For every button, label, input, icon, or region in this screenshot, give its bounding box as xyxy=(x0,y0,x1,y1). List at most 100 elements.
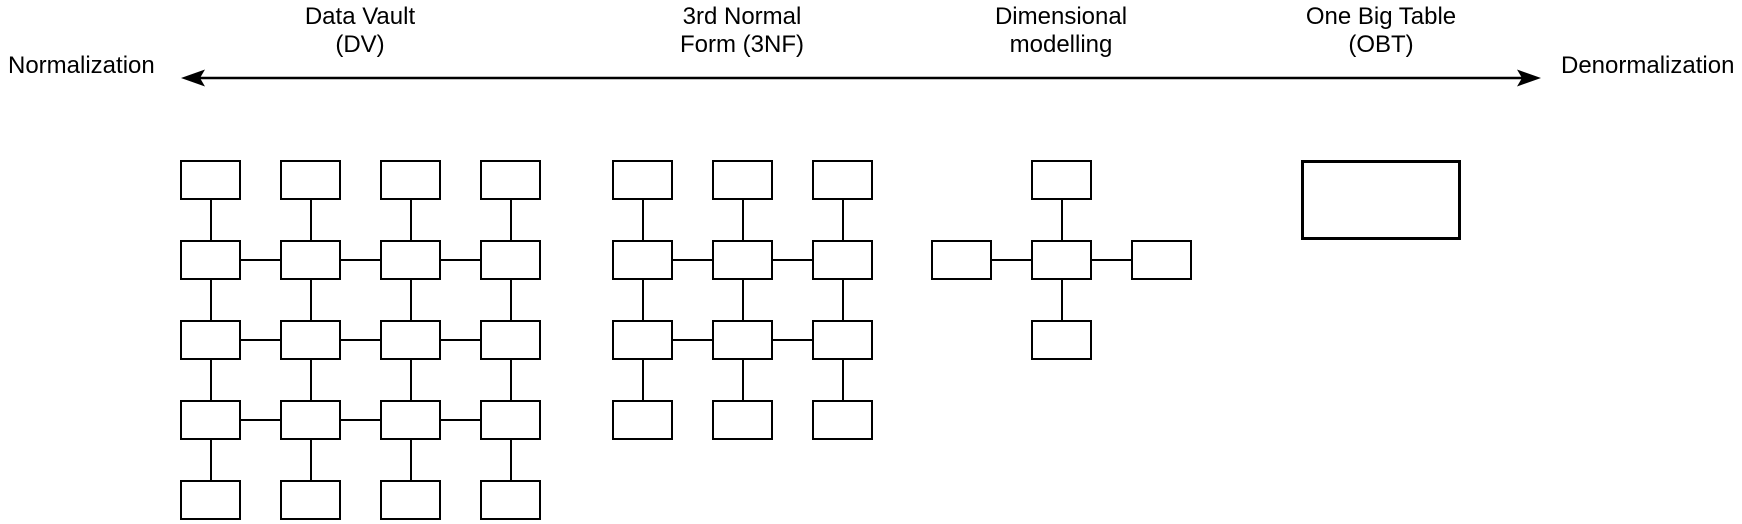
connector-line xyxy=(241,339,280,341)
connector-line xyxy=(441,339,480,341)
table-box xyxy=(812,400,873,440)
connector-line xyxy=(210,200,212,240)
table-box xyxy=(480,320,541,360)
table-box xyxy=(480,160,541,200)
schema-label-3nf: 3rd Normal Form (3NF) xyxy=(592,3,892,59)
table-box xyxy=(812,160,873,200)
table-box xyxy=(1131,240,1192,280)
connector-line xyxy=(441,259,480,261)
table-box xyxy=(380,240,441,280)
connector-line xyxy=(510,360,512,400)
connector-line xyxy=(410,360,412,400)
table-box xyxy=(180,320,241,360)
connector-line xyxy=(441,419,480,421)
table-box xyxy=(480,240,541,280)
table-box xyxy=(812,320,873,360)
connector-line xyxy=(241,259,280,261)
table-box xyxy=(812,240,873,280)
table-box xyxy=(712,400,773,440)
schema-diagram-data-vault xyxy=(180,160,541,520)
table-box xyxy=(1301,160,1461,240)
axis-label-denormalization: Denormalization xyxy=(1561,52,1735,79)
schema-diagram-obt xyxy=(1301,160,1461,240)
connector-line xyxy=(210,280,212,320)
table-box xyxy=(280,160,341,200)
axis-label-normalization: Normalization xyxy=(8,52,155,79)
connector-line xyxy=(341,339,380,341)
table-box xyxy=(1031,240,1092,280)
connector-line xyxy=(842,280,844,320)
connector-line xyxy=(742,200,744,240)
connector-line xyxy=(742,360,744,400)
arrow-head-left-icon xyxy=(181,69,205,87)
connector-line xyxy=(1061,280,1063,320)
connector-line xyxy=(410,200,412,240)
connector-line xyxy=(742,280,744,320)
schema-label-obt: One Big Table (OBT) xyxy=(1231,3,1531,59)
schema-label-line2: (OBT) xyxy=(1348,31,1414,58)
connector-line xyxy=(310,200,312,240)
connector-line xyxy=(992,259,1031,261)
schema-label-line2: (DV) xyxy=(335,31,385,58)
table-box xyxy=(280,480,341,520)
table-box xyxy=(180,480,241,520)
connector-line xyxy=(642,360,644,400)
table-box xyxy=(931,240,992,280)
connector-line xyxy=(341,259,380,261)
schema-label-line1: One Big Table xyxy=(1305,3,1457,30)
schema-label-dimensional: Dimensional modelling xyxy=(911,3,1211,59)
schema-diagram-dimensional xyxy=(931,160,1192,360)
connector-line xyxy=(241,419,280,421)
table-box xyxy=(480,480,541,520)
arrow-head-right-icon xyxy=(1517,69,1541,87)
connector-line xyxy=(842,360,844,400)
table-box xyxy=(380,480,441,520)
table-box xyxy=(612,240,673,280)
table-box xyxy=(280,400,341,440)
schema-diagram-3nf xyxy=(612,160,873,440)
schema-label-data-vault: Data Vault (DV) xyxy=(210,3,510,59)
connector-line xyxy=(773,339,812,341)
table-box xyxy=(180,400,241,440)
schema-label-line2: modelling xyxy=(1009,31,1113,58)
connector-line xyxy=(410,280,412,320)
table-box xyxy=(180,160,241,200)
table-box xyxy=(380,400,441,440)
table-box xyxy=(612,320,673,360)
table-box xyxy=(280,320,341,360)
connector-line xyxy=(310,440,312,480)
connector-line xyxy=(642,200,644,240)
connector-line xyxy=(673,339,712,341)
connector-line xyxy=(410,440,412,480)
connector-line xyxy=(510,280,512,320)
connector-line xyxy=(842,200,844,240)
connector-line xyxy=(310,360,312,400)
connector-line xyxy=(1092,259,1131,261)
table-box xyxy=(712,320,773,360)
table-box xyxy=(280,240,341,280)
table-box xyxy=(1031,160,1092,200)
connector-line xyxy=(642,280,644,320)
schema-label-line1: Data Vault xyxy=(304,3,416,30)
schema-label-line1: Dimensional xyxy=(994,3,1128,30)
table-box xyxy=(612,400,673,440)
connector-line xyxy=(510,440,512,480)
connector-line xyxy=(1061,200,1063,240)
connector-line xyxy=(210,440,212,480)
connector-line xyxy=(310,280,312,320)
connector-line xyxy=(510,200,512,240)
connector-line xyxy=(210,360,212,400)
connector-line xyxy=(341,419,380,421)
table-box xyxy=(1031,320,1092,360)
table-box xyxy=(480,400,541,440)
table-box xyxy=(180,240,241,280)
table-box xyxy=(612,160,673,200)
connector-line xyxy=(673,259,712,261)
connector-line xyxy=(773,259,812,261)
schema-label-line2: Form (3NF) xyxy=(680,31,804,58)
schema-label-line1: 3rd Normal xyxy=(682,3,802,30)
table-box xyxy=(380,160,441,200)
table-box xyxy=(380,320,441,360)
